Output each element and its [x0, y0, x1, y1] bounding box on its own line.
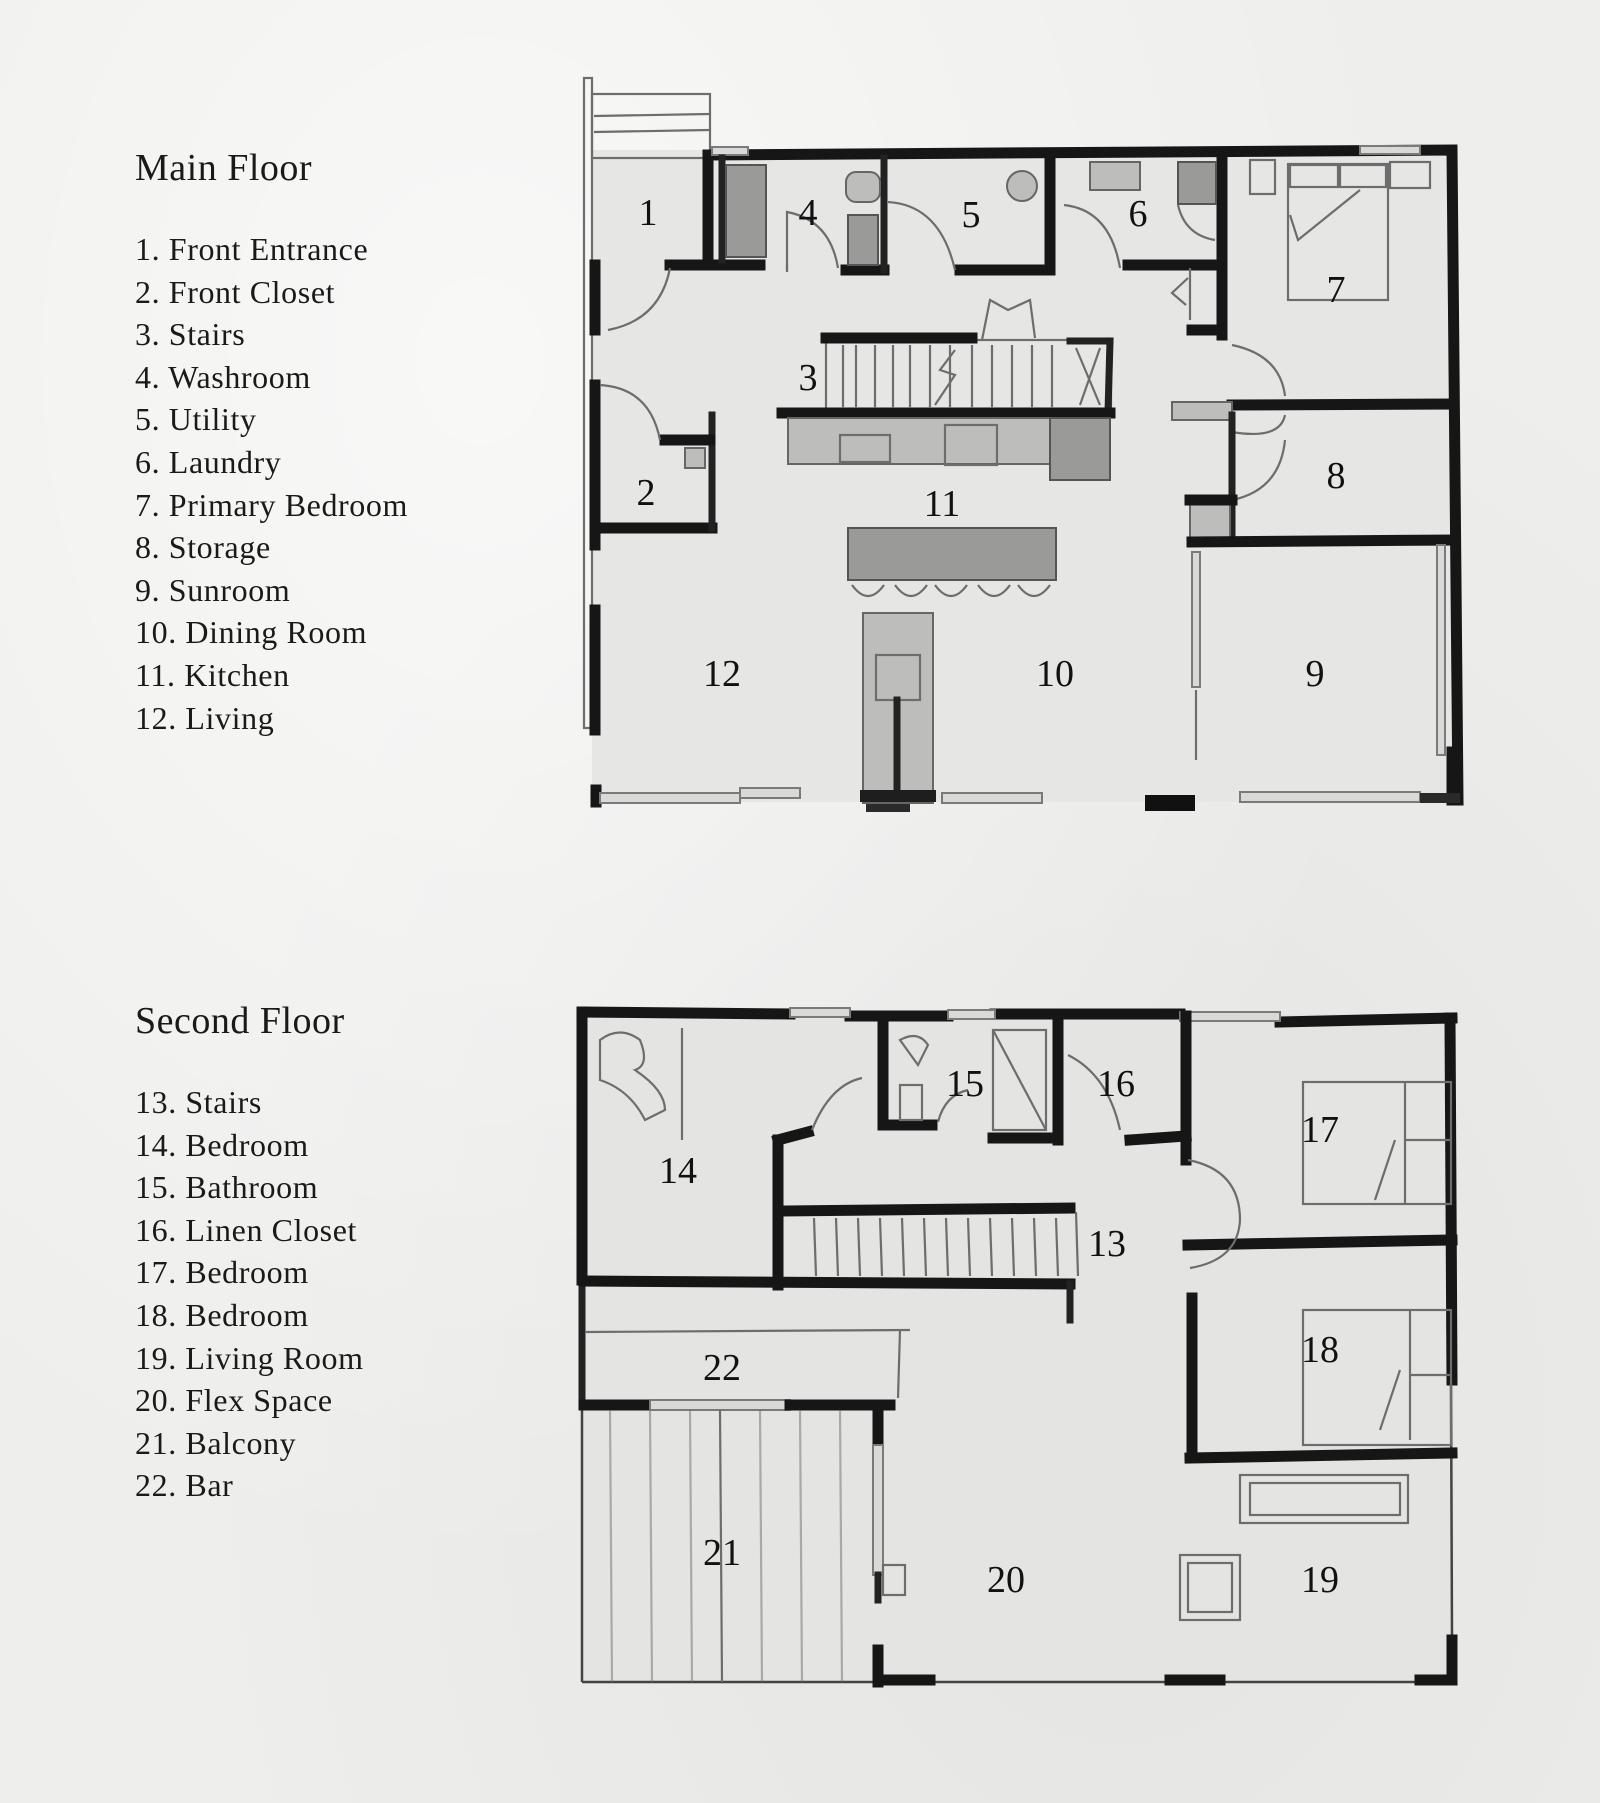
- bed-icon: [1248, 158, 1432, 302]
- room-label-11: 11: [924, 483, 961, 525]
- legend-item: 15. Bathroom: [135, 1169, 319, 1206]
- room-label-22: 22: [703, 1347, 741, 1389]
- room-label-3: 3: [799, 357, 818, 399]
- room-label-9: 9: [1306, 653, 1325, 695]
- stove-icon: [943, 423, 999, 467]
- stairs-icon: [578, 1202, 1080, 1324]
- room-label-1: 1: [639, 192, 658, 234]
- sofa-icon: [1238, 1473, 1410, 1525]
- legend-item: 12. Living: [135, 699, 275, 736]
- legend-item: 5. Utility: [135, 401, 257, 438]
- legend-item: 20. Flex Space: [135, 1382, 333, 1419]
- room-label-21: 21: [703, 1532, 741, 1574]
- sink-icon: [898, 1083, 924, 1122]
- room-label-15: 15: [946, 1063, 984, 1105]
- shower-icon: [991, 1028, 1048, 1132]
- legend-item: 4. Washroom: [135, 358, 311, 395]
- toilet-icon: [898, 1034, 930, 1068]
- toilet-icon: [845, 171, 881, 203]
- second-floor-legend: Second Floor 13. Stairs 14. Bedroom 15. …: [135, 999, 364, 1507]
- main-floor-title: Main Floor: [135, 147, 313, 189]
- main-floor-room-list: 1. Front Entrance 2. Front Closet 3. Sta…: [135, 228, 408, 739]
- second-floor-plan: 13 14 15 16 17 18 19 20 21 22: [576, 1006, 1458, 1688]
- room-label-7: 7: [1327, 269, 1346, 311]
- room-label-12: 12: [703, 653, 741, 695]
- room-label-19: 19: [1301, 1559, 1339, 1601]
- armchair-icon: [1178, 1553, 1242, 1622]
- kitchen-counter: [787, 417, 1111, 481]
- room-label-8: 8: [1327, 455, 1346, 497]
- legend-item: 17. Bedroom: [135, 1254, 309, 1291]
- second-floor-room-list: 13. Stairs 14. Bedroom 15. Bathroom 16. …: [135, 1081, 364, 1507]
- legend-item: 22. Bar: [135, 1467, 234, 1504]
- legend-item: 11. Kitchen: [135, 656, 290, 693]
- fireplace-icon: [860, 612, 936, 804]
- legend-item: 9. Sunroom: [135, 571, 291, 608]
- room-label-2: 2: [637, 472, 656, 514]
- main-floor-plan: 1 2 3 4 5 6 7 8 9 10 11 12: [582, 76, 1464, 812]
- legend-item: 2. Front Closet: [135, 273, 336, 310]
- legend-item: 7. Primary Bedroom: [135, 486, 408, 523]
- second-floor-title: Second Floor: [135, 1000, 345, 1042]
- room-label-4: 4: [799, 192, 818, 234]
- legend-item: 6. Laundry: [135, 443, 282, 480]
- main-floor-legend: Main Floor 1. Front Entrance 2. Front Cl…: [135, 146, 408, 739]
- washer-icon: [1089, 161, 1141, 191]
- room-label-13: 13: [1088, 1223, 1126, 1265]
- kitchen-island: [847, 527, 1057, 598]
- water-heater-icon: [1006, 170, 1038, 202]
- legend-item: 8. Storage: [135, 529, 271, 566]
- legend-item: 14. Bedroom: [135, 1126, 309, 1163]
- room-label-14: 14: [659, 1150, 697, 1192]
- legend-item: 1. Front Entrance: [135, 231, 369, 267]
- legend-item: 16. Linen Closet: [135, 1211, 358, 1248]
- room-label-6: 6: [1129, 193, 1148, 235]
- legend-item: 21. Balcony: [135, 1424, 297, 1461]
- room-label-18: 18: [1301, 1329, 1339, 1371]
- legend-item: 13. Stairs: [135, 1084, 262, 1120]
- legend-item: 18. Bedroom: [135, 1296, 309, 1333]
- bed-icon: [598, 1031, 667, 1122]
- room-label-10: 10: [1036, 653, 1074, 695]
- dryer-icon: [1177, 161, 1217, 205]
- bed-icon: [1301, 1080, 1453, 1206]
- room-label-16: 16: [1097, 1063, 1135, 1105]
- sink-icon: [847, 214, 879, 266]
- room-label-17: 17: [1301, 1109, 1339, 1151]
- legend-item: 19. Living Room: [135, 1339, 364, 1376]
- bed-icon: [1301, 1308, 1453, 1447]
- legend-item: 10. Dining Room: [135, 614, 368, 651]
- room-label-20: 20: [987, 1559, 1025, 1601]
- room-label-5: 5: [962, 194, 981, 236]
- stairs-icon: [776, 298, 1116, 419]
- legend-item: 3. Stairs: [135, 316, 246, 353]
